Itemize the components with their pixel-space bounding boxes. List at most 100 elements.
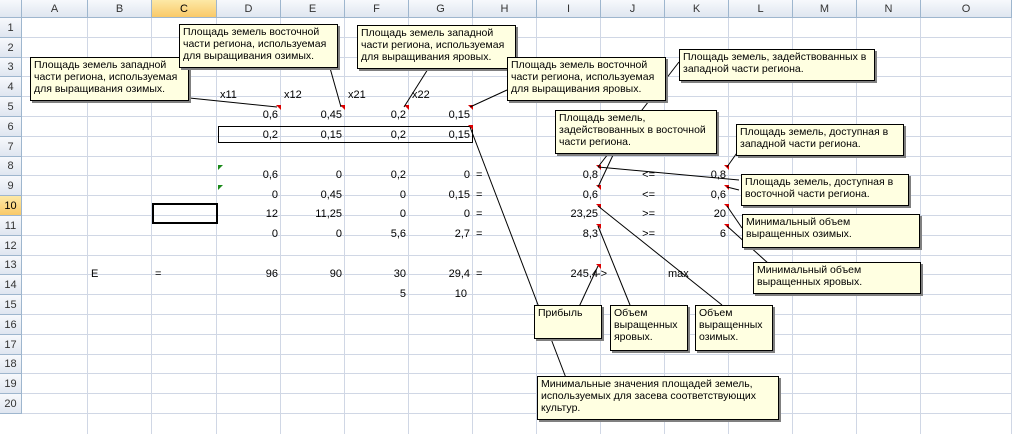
cell-k11[interactable]: 6 <box>719 228 726 240</box>
column-header-d[interactable]: D <box>217 0 281 18</box>
row-header-10[interactable]: 10 <box>0 196 22 216</box>
cell-e5[interactable]: 0,45 <box>320 109 342 121</box>
comment-note-profit[interactable]: Прибыль <box>534 305 602 339</box>
cell-j8[interactable]: <= <box>642 169 655 181</box>
error-indicator-d9[interactable] <box>218 185 223 190</box>
row-header-19[interactable]: 19 <box>0 374 22 394</box>
row-header-14[interactable]: 14 <box>0 275 22 295</box>
row-header-4[interactable]: 4 <box>0 77 22 97</box>
row-header-7[interactable]: 7 <box>0 137 22 157</box>
row-header-9[interactable]: 9 <box>0 176 22 196</box>
cell-k10[interactable]: 20 <box>713 208 726 220</box>
column-header-k[interactable]: K <box>665 0 729 18</box>
column-header-h[interactable]: H <box>473 0 537 18</box>
cell-g4[interactable]: x22 <box>412 89 430 101</box>
comment-indicator-e5[interactable] <box>340 105 345 110</box>
cell-d9[interactable]: 0 <box>271 189 278 201</box>
row-header-12[interactable]: 12 <box>0 236 22 256</box>
cell-f10[interactable]: 0 <box>399 208 406 220</box>
cell-e8[interactable]: 0 <box>335 169 342 181</box>
comment-indicator-k8[interactable] <box>724 165 729 170</box>
column-header-b[interactable]: B <box>88 0 152 18</box>
column-header-l[interactable]: L <box>729 0 793 18</box>
cell-d6[interactable]: 0,2 <box>262 129 278 141</box>
comment-indicator-f5[interactable] <box>404 105 409 110</box>
cell-f13[interactable]: 30 <box>393 268 406 280</box>
cell-h9[interactable]: = <box>476 189 483 201</box>
comment-note-min-spring[interactable]: Минимальный объем выращенных яровых. <box>753 262 921 294</box>
comment-note-min-winter[interactable]: Минимальный объем выращенных озимых. <box>742 214 920 248</box>
comment-note-west-used[interactable]: Площадь земель, задействованных в западн… <box>679 49 875 81</box>
comment-note-spring-volume[interactable]: Объем выращенных яровых. <box>610 305 688 351</box>
comment-note-x22-east-spring[interactable]: Площадь земель восточной части региона, … <box>507 57 666 101</box>
select-all-corner[interactable] <box>0 0 22 18</box>
cell-h13[interactable]: = <box>476 268 483 280</box>
row-header-17[interactable]: 17 <box>0 335 22 355</box>
comment-note-x11-west-winter[interactable]: Площадь земель западной части региона, и… <box>30 57 189 101</box>
cell-g5[interactable]: 0,15 <box>448 109 470 121</box>
cell-e13[interactable]: 90 <box>329 268 342 280</box>
cell-e6[interactable]: 0,15 <box>320 129 342 141</box>
cell-k9[interactable]: 0,6 <box>710 189 726 201</box>
row-header-16[interactable]: 16 <box>0 315 22 335</box>
comment-indicator-i10[interactable] <box>596 204 601 209</box>
column-header-n[interactable]: N <box>857 0 921 18</box>
comment-indicator-k10[interactable] <box>724 204 729 209</box>
comment-indicator-g6[interactable] <box>468 125 473 130</box>
cell-f4[interactable]: x21 <box>348 89 366 101</box>
comment-indicator-k9[interactable] <box>724 185 729 190</box>
cell-d4[interactable]: x11 <box>220 89 237 101</box>
comment-indicator-i13[interactable] <box>596 264 601 269</box>
column-header-o[interactable]: O <box>921 0 1012 18</box>
comment-indicator-i11[interactable] <box>596 224 601 229</box>
cell-i11[interactable]: 8,3 <box>582 228 598 240</box>
comment-note-x12-east-winter[interactable]: Площадь земель восточной части региона, … <box>179 24 338 68</box>
column-header-m[interactable]: M <box>793 0 857 18</box>
row-header-6[interactable]: 6 <box>0 117 22 137</box>
cell-i9[interactable]: 0,6 <box>582 189 598 201</box>
cell-e10[interactable]: 11,25 <box>315 208 342 220</box>
comment-note-east-available[interactable]: Площадь земель, доступная в восточной ча… <box>741 174 909 206</box>
cell-d11[interactable]: 0 <box>271 228 278 240</box>
comment-note-east-used[interactable]: Площадь земель, задействованных в восточ… <box>555 110 717 154</box>
cell-c13[interactable]: = <box>155 268 162 280</box>
cell-h8[interactable]: = <box>476 169 483 181</box>
row-header-11[interactable]: 11 <box>0 216 22 236</box>
column-header-c[interactable]: C <box>152 0 217 18</box>
comment-note-west-available[interactable]: Площадь земель, доступная в западной час… <box>736 124 904 156</box>
comment-indicator-d5[interactable] <box>276 105 281 110</box>
row-header-20[interactable]: 20 <box>0 394 22 414</box>
comment-note-x21-west-spring[interactable]: Площадь земель западной части региона, и… <box>357 25 516 69</box>
cell-d13[interactable]: 96 <box>265 268 278 280</box>
cell-j10[interactable]: >= <box>642 208 655 220</box>
comment-indicator-g5[interactable] <box>468 105 473 110</box>
comment-note-winter-volume[interactable]: Объем выращенных озимых. <box>695 305 773 351</box>
cell-d10[interactable]: 12 <box>265 208 278 220</box>
cell-g14[interactable]: 10 <box>454 288 467 300</box>
comment-indicator-i9[interactable] <box>596 185 601 190</box>
column-header-i[interactable]: I <box>537 0 601 18</box>
column-header-f[interactable]: F <box>345 0 409 18</box>
cell-f6[interactable]: 0,2 <box>390 129 406 141</box>
row-header-1[interactable]: 1 <box>0 18 22 38</box>
cell-j11[interactable]: >= <box>642 228 655 240</box>
row-header-2[interactable]: 2 <box>0 38 22 58</box>
cell-d8[interactable]: 0,6 <box>262 169 278 181</box>
cell-e9[interactable]: 0,45 <box>320 189 342 201</box>
cell-e4[interactable]: x12 <box>284 89 302 101</box>
cell-i8[interactable]: 0,8 <box>582 169 598 181</box>
cell-g9[interactable]: 0,15 <box>448 189 470 201</box>
cell-g10[interactable]: 0 <box>463 208 470 220</box>
row-header-18[interactable]: 18 <box>0 355 22 374</box>
row-header-8[interactable]: 8 <box>0 157 22 176</box>
cell-g6[interactable]: 0,15 <box>448 129 470 141</box>
comment-indicator-i8[interactable] <box>596 165 601 170</box>
cell-e11[interactable]: 0 <box>335 228 342 240</box>
cell-h11[interactable]: = <box>476 228 483 240</box>
column-header-e[interactable]: E <box>281 0 345 18</box>
cell-f11[interactable]: 5,6 <box>390 228 406 240</box>
cell-j9[interactable]: <= <box>642 189 655 201</box>
column-header-a[interactable]: A <box>22 0 88 18</box>
cell-f8[interactable]: 0,2 <box>390 169 406 181</box>
